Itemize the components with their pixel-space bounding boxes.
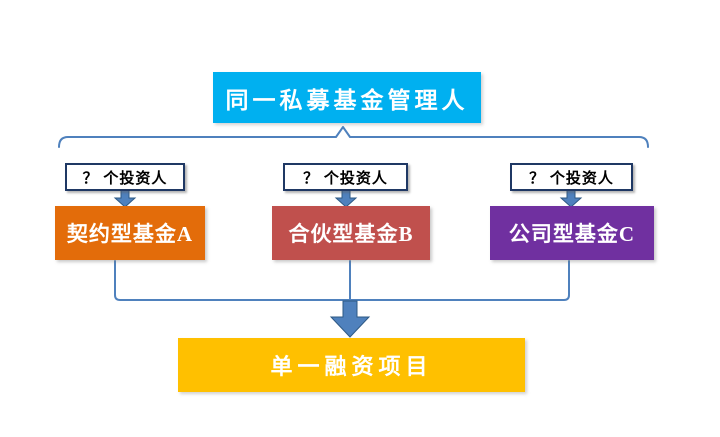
- investor-count-box-2: ？ 个投资人: [283, 163, 408, 191]
- project-label: 单一融资项目: [270, 354, 433, 379]
- fund-box-partnership: 合伙型基金B: [272, 206, 430, 260]
- manager-label: 同一私募基金管理人: [225, 87, 469, 113]
- manager-box: 同一私募基金管理人: [213, 72, 481, 123]
- big-down-arrow-icon: [329, 300, 371, 338]
- down-arrow-icon: [559, 189, 583, 208]
- fund-box-contract: 契约型基金A: [55, 206, 205, 260]
- merge-connector: [114, 260, 570, 301]
- down-arrow-icon: [334, 189, 358, 208]
- fund-label: 公司型基金C: [508, 222, 636, 246]
- project-box: 单一融资项目: [178, 338, 525, 392]
- fund-box-corporate: 公司型基金C: [490, 206, 654, 260]
- investor-count-label: ？ 个投资人: [303, 170, 388, 187]
- fund-label: 契约型基金A: [66, 222, 194, 246]
- investor-count-box-1: ？ 个投资人: [65, 163, 185, 191]
- investor-count-label: ？ 个投资人: [529, 170, 614, 187]
- fund-label: 合伙型基金B: [288, 222, 414, 246]
- brace-connector: [58, 126, 649, 148]
- down-arrow-icon: [113, 189, 137, 208]
- investor-count-label: ？ 个投资人: [82, 170, 168, 187]
- investor-count-box-3: ？ 个投资人: [510, 163, 633, 191]
